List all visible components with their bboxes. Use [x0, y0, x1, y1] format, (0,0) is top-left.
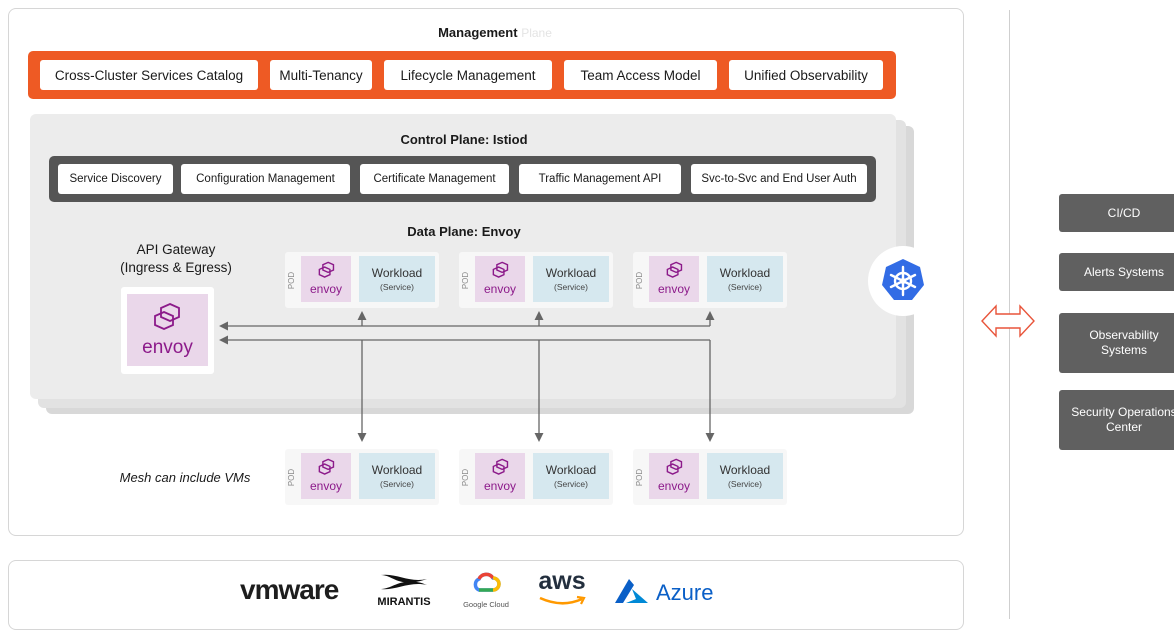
envoy-icon — [318, 458, 335, 475]
external-soc: Security Operations Center — [1059, 390, 1174, 450]
envoy-icon — [318, 261, 335, 278]
control-plane-title: Control Plane: Istiod — [400, 132, 528, 147]
azure-icon — [615, 579, 648, 603]
api-gateway-card: envoy — [121, 287, 214, 374]
management-item-multi-tenancy: Multi-Tenancy — [270, 60, 372, 90]
cp-item-cert-management: Certificate Management — [360, 164, 509, 194]
workload-subtitle: (Service) — [727, 479, 762, 489]
envoy-icon — [492, 458, 509, 475]
pod-card: POD envoy Workload (Service) — [459, 252, 613, 308]
workload-box: Workload (Service) — [533, 256, 609, 302]
workload-subtitle: (Service) — [727, 282, 762, 292]
api-gateway-envoy-box: envoy — [127, 294, 208, 366]
data-plane-title: Data Plane: Envoy — [407, 224, 521, 239]
management-title-row: Management Plane — [380, 25, 610, 40]
envoy-label: envoy — [483, 479, 517, 493]
google-cloud-text: Google Cloud — [463, 600, 509, 609]
api-gateway-label: API Gateway (Ingress & Egress) — [100, 241, 252, 277]
api-gateway-line1: API Gateway — [136, 242, 216, 257]
workload-box: Workload (Service) — [533, 453, 609, 499]
pod-label: POD — [287, 468, 297, 486]
api-gateway-envoy-text: envoy — [142, 337, 193, 358]
envoy-label: envoy — [309, 282, 343, 296]
workload-title: Workload — [545, 463, 597, 477]
management-item-catalog: Cross-Cluster Services Catalog — [40, 60, 258, 90]
workload-box: Workload (Service) — [707, 256, 783, 302]
aws-smile-icon — [539, 595, 586, 605]
mirantis-icon — [381, 574, 427, 590]
management-item-observability: Unified Observability — [729, 60, 883, 90]
envoy-sidecar: envoy — [649, 453, 699, 499]
cp-item-service-discovery: Service Discovery — [58, 164, 173, 194]
google-cloud-icon — [473, 572, 501, 592]
workload-title: Workload — [371, 266, 423, 280]
pod-card: POD envoy Workload (Service) — [285, 252, 439, 308]
kubernetes-badge — [868, 246, 938, 316]
pod-label: POD — [461, 271, 471, 289]
envoy-sidecar: envoy — [475, 256, 525, 302]
cloud-providers-frame — [8, 560, 964, 630]
envoy-sidecar: envoy — [301, 256, 351, 302]
api-gateway-line2: (Ingress & Egress) — [120, 260, 232, 275]
workload-title: Workload — [545, 266, 597, 280]
kubernetes-icon — [882, 259, 924, 300]
envoy-sidecar: envoy — [649, 256, 699, 302]
workload-box: Workload (Service) — [359, 453, 435, 499]
pod-label: POD — [635, 468, 645, 486]
azure-logo: Azure — [612, 577, 722, 607]
external-observability: Observability Systems — [1059, 313, 1174, 373]
envoy-icon — [666, 458, 683, 475]
mirantis-logo: MIRANTIS — [371, 571, 437, 619]
workload-title: Workload — [719, 266, 771, 280]
pod-label: POD — [287, 271, 297, 289]
envoy-label: envoy — [309, 479, 343, 493]
cp-item-traffic-management: Traffic Management API — [519, 164, 681, 194]
vm-pod-card: POD envoy Workload (Service) — [459, 449, 613, 505]
management-title: Management — [438, 25, 518, 40]
google-cloud-logo: Google Cloud — [460, 570, 512, 614]
envoy-sidecar: envoy — [301, 453, 351, 499]
pod-label: POD — [635, 271, 645, 289]
workload-title: Workload — [371, 463, 423, 477]
cp-item-auth: Svc-to-Svc and End User Auth — [691, 164, 867, 194]
envoy-label: envoy — [657, 479, 691, 493]
workload-subtitle: (Service) — [379, 479, 414, 489]
envoy-label: envoy — [483, 282, 517, 296]
envoy-label: envoy — [657, 282, 691, 296]
vmware-logo: vmware — [240, 574, 339, 606]
workload-subtitle: (Service) — [379, 282, 414, 292]
envoy-icon — [666, 261, 683, 278]
vm-note: Mesh can include VMs — [119, 470, 251, 485]
workload-subtitle: (Service) — [553, 282, 588, 292]
pod-label: POD — [461, 468, 471, 486]
vm-pod-card: POD envoy Workload (Service) — [633, 449, 787, 505]
workload-box: Workload (Service) — [359, 256, 435, 302]
workload-title: Workload — [719, 463, 771, 477]
vmware-text: vmware — [240, 574, 339, 605]
management-item-team-access: Team Access Model — [564, 60, 717, 90]
external-cicd: CI/CD — [1059, 194, 1174, 232]
management-title-faded: Plane — [521, 26, 552, 40]
envoy-icon — [154, 303, 180, 330]
management-item-lifecycle: Lifecycle Management — [384, 60, 552, 90]
envoy-sidecar: envoy — [475, 453, 525, 499]
double-arrow-icon — [981, 304, 1035, 338]
envoy-icon — [492, 261, 509, 278]
external-alerts: Alerts Systems — [1059, 253, 1174, 291]
workload-subtitle: (Service) — [553, 479, 588, 489]
aws-logo: aws — [532, 567, 592, 613]
cp-item-config-management: Configuration Management — [181, 164, 350, 194]
pod-card: POD envoy Workload (Service) — [633, 252, 787, 308]
aws-text: aws — [538, 567, 586, 595]
mirantis-text: MIRANTIS — [377, 596, 431, 608]
azure-text: Azure — [656, 580, 714, 605]
workload-box: Workload (Service) — [707, 453, 783, 499]
vm-pod-card: POD envoy Workload (Service) — [285, 449, 439, 505]
